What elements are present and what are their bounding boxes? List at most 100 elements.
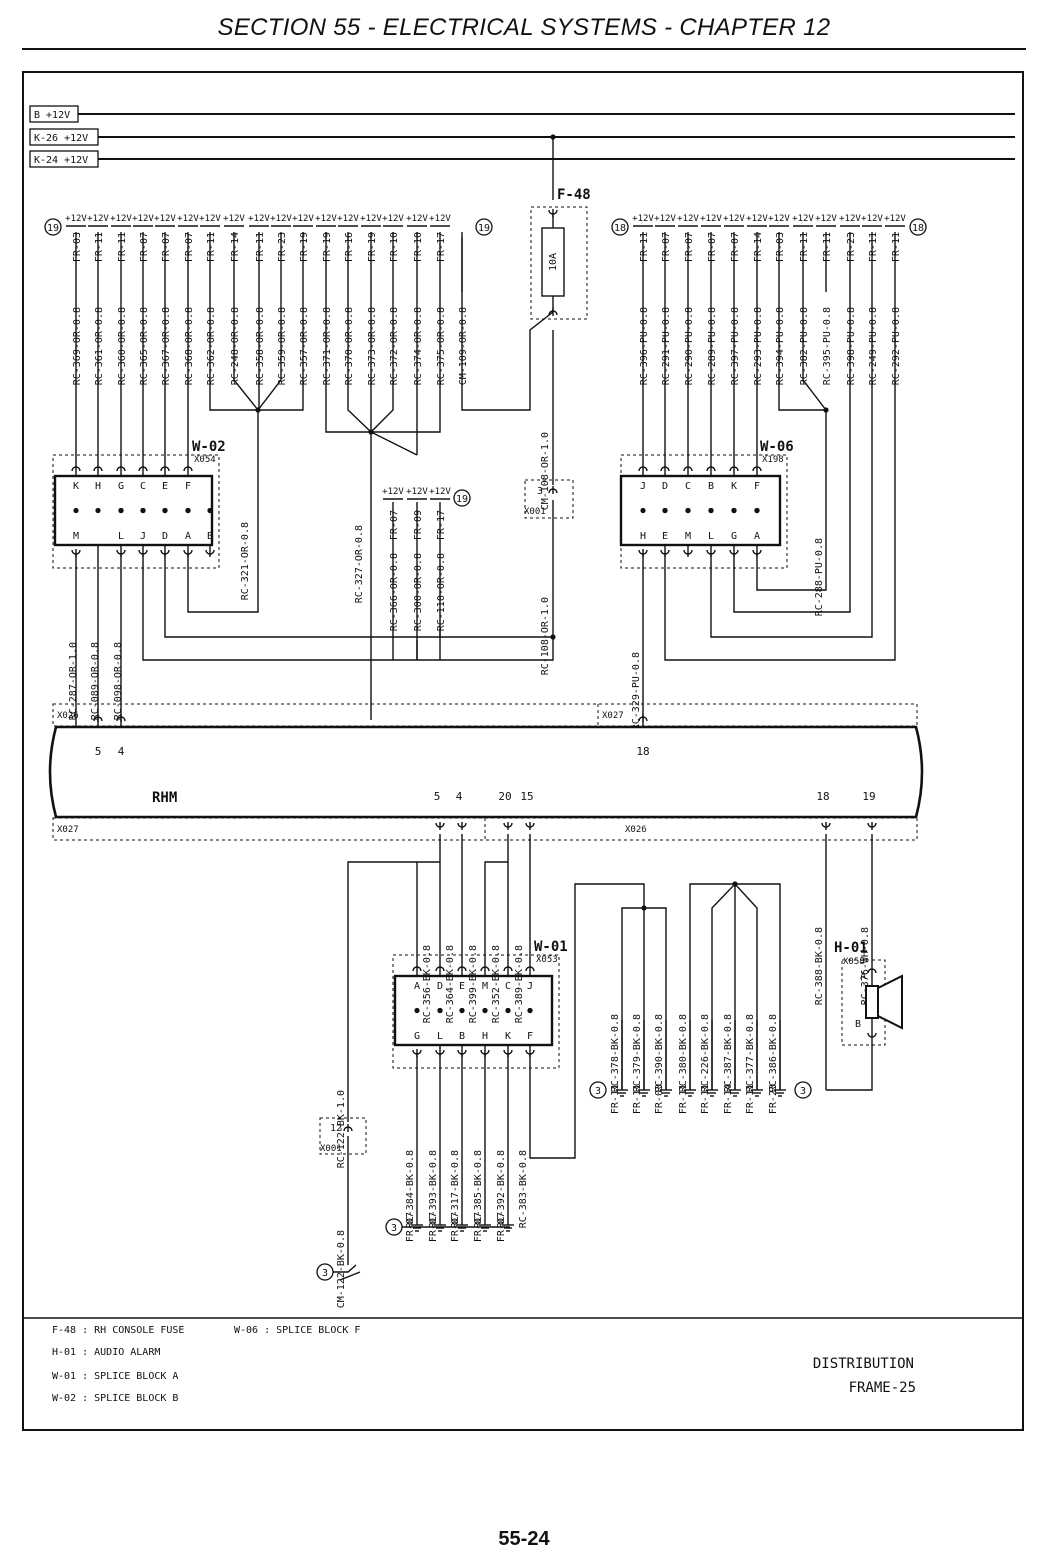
wire-label-RC-378-BK-0.8: RC-378-BK-0.8 <box>610 1014 621 1092</box>
junction-dot <box>823 407 829 413</box>
ref-circle <box>316 1263 334 1281</box>
wire <box>826 1040 873 1091</box>
speaker-icon <box>877 974 903 1030</box>
page-number: 55-24 <box>498 1528 550 1550</box>
wire-label-RC-292-PU-0.8: RC-292-PU-0.8 <box>891 307 902 385</box>
junction-dot <box>95 507 101 514</box>
wire <box>802 292 827 411</box>
pin-letter: G <box>731 531 737 542</box>
wire-label-RC-377-BK-0.8: RC-377-BK-0.8 <box>745 1014 756 1092</box>
fuse-ref: FR-16 <box>344 232 355 262</box>
supply-label: +12V <box>429 214 451 224</box>
rhm-module <box>48 725 924 819</box>
junction-dot <box>207 507 213 514</box>
wire-label-RC-374-OR-0.8: RC-374-OR-0.8 <box>413 307 424 385</box>
wire <box>370 431 418 456</box>
wire-label-321: RC-321-OR-0.8 <box>240 522 251 600</box>
wire-label-RC-395-PU-0.8: RC-395-PU-0.8 <box>822 307 833 385</box>
fuse-ref: FR-07 <box>139 232 150 262</box>
fuse-body <box>541 227 565 297</box>
junction-dot <box>368 429 374 435</box>
supply-label: +12V <box>199 214 221 224</box>
wire-label-RC-399-BK-0.8: RC-399-BK-0.8 <box>468 945 479 1023</box>
splice-connector: X054 <box>194 455 216 465</box>
pin-letter: D <box>162 531 168 542</box>
junction-dot <box>73 507 79 514</box>
junction-dot <box>118 507 124 514</box>
wire-label-RC-394-PU-0.8: RC-394-PU-0.8 <box>775 307 786 385</box>
supply-label: +12V <box>839 214 861 224</box>
fuse-ref: FR-17 <box>436 510 447 540</box>
wire-label-329: RC-329-PU-0.8 <box>631 652 642 730</box>
fuse-ref: FR-11 <box>745 1084 756 1114</box>
wire-label-RC-365-OR-0.8: RC-365-OR-0.8 <box>139 307 150 385</box>
fuse-ref: FR-07 <box>161 232 172 262</box>
wire-label-cm122: CM-122-BK-0.8 <box>336 1230 347 1308</box>
pin-letter: F <box>754 481 760 492</box>
wire-label-RC-110-OR-0.8: RC-110-OR-0.8 <box>436 553 447 631</box>
wire <box>142 553 554 661</box>
wire <box>325 292 441 433</box>
wire-label-RC-317-BK-0.8: RC-317-BK-0.8 <box>450 1150 461 1228</box>
fuse-ref: FR-19 <box>367 232 378 262</box>
fuse-ref: FR-11 <box>700 1084 711 1114</box>
legend-entry: W-01 : SPLICE BLOCK A <box>52 1371 178 1382</box>
pin-letter: B <box>708 481 714 492</box>
fuse-ref: FR-07 <box>389 510 400 540</box>
pin-letter: K <box>505 1031 511 1042</box>
ref-circle <box>44 218 62 236</box>
ref-number: 3 <box>800 1086 806 1097</box>
supply-label: +12V <box>87 214 109 224</box>
wire-label-RC-362-OR-0.8: RC-362-OR-0.8 <box>206 307 217 385</box>
wire-label-RC-356-BK-0.8: RC-356-BK-0.8 <box>422 945 433 1023</box>
legend-entry: W-02 : SPLICE BLOCK B <box>52 1393 178 1404</box>
splice-id: W-01 <box>534 939 568 955</box>
fuse-ref: FR-10 <box>389 232 400 262</box>
pin-letter: H <box>95 481 101 492</box>
splice-connector: X053 <box>536 955 558 965</box>
junction-dot <box>732 881 738 887</box>
ref-circle <box>385 1218 403 1236</box>
power-rail-label: K-24 +12V <box>34 155 88 166</box>
supply-label: +12V <box>654 214 676 224</box>
wire-label-RC-358-OR-0.8: RC-358-OR-0.8 <box>255 307 266 385</box>
wire-label-CM-109-OR-0.8: CM-109-OR-0.8 <box>458 307 469 385</box>
fuse-ref: FR-19 <box>299 232 310 262</box>
frame-title: DISTRIBUTION <box>813 1356 914 1372</box>
ref-number: 19 <box>478 223 490 234</box>
pin-letter: G <box>118 481 124 492</box>
rhm-pin-number: 4 <box>118 745 125 758</box>
rhm-top-connector-outline <box>52 703 918 727</box>
fuse-ref: FR-07 <box>661 232 672 262</box>
supply-label: +12V <box>768 214 790 224</box>
supply-label: +12V <box>360 214 382 224</box>
wire-label-287: RC-287-OR-1.0 <box>68 642 79 720</box>
wire-label-RC-366-OR-0.8: RC-366-OR-0.8 <box>389 553 400 631</box>
pin-letter: K <box>73 481 79 492</box>
pin-letter: H <box>482 1031 488 1042</box>
ref-number: 3 <box>595 1086 601 1097</box>
pin-letter: F <box>185 481 191 492</box>
supply-label: +12V <box>723 214 745 224</box>
power-rail-label: K-26 +12V <box>34 133 88 144</box>
wire-label-RC-379-BK-0.8: RC-379-BK-0.8 <box>632 1014 643 1092</box>
junction-dot <box>731 507 737 514</box>
splice-outline <box>52 454 220 569</box>
splice-block <box>393 974 554 1047</box>
pin-letter: B <box>459 1031 465 1042</box>
wire-label-RC-359-OR-0.8: RC-359-OR-0.8 <box>277 307 288 385</box>
fuse-ref: FR-11 <box>610 1084 621 1114</box>
supply-label: +12V <box>632 214 654 224</box>
fuse-ref: FR-17 <box>436 232 447 262</box>
pin-letter: L <box>118 531 124 542</box>
wire-label-RC-385-BK-0.8: RC-385-BK-0.8 <box>473 1150 484 1228</box>
wire-label-RC-369-OR-0.8: RC-369-OR-0.8 <box>72 307 83 385</box>
splice-id: W-02 <box>192 439 226 455</box>
fuse-ref: FR-11 <box>822 232 833 262</box>
junction-dot <box>505 1007 511 1014</box>
junction-dot <box>414 1007 420 1014</box>
power-rail-tag <box>29 105 79 123</box>
supply-label: +12V <box>223 214 245 224</box>
alarm-id: H-01 <box>834 940 868 956</box>
